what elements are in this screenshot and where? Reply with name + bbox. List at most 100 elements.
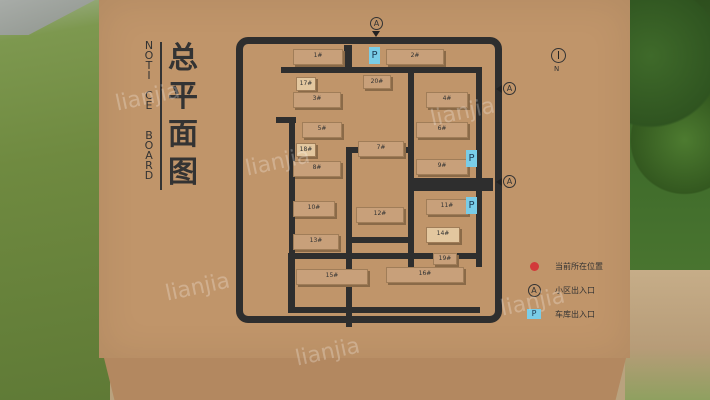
compass-needle bbox=[558, 51, 559, 59]
legend-label: 车库出入口 bbox=[555, 309, 595, 319]
title-en-char: E bbox=[145, 99, 153, 112]
building-label: 19# bbox=[438, 255, 452, 262]
building[interactable]: 1# bbox=[293, 49, 343, 65]
building[interactable]: 5# bbox=[302, 122, 342, 138]
building-label: 16# bbox=[418, 270, 432, 277]
current-location-dot-icon bbox=[529, 261, 539, 271]
title-en-char: R bbox=[145, 159, 153, 172]
title-en-char: I bbox=[147, 69, 151, 82]
building-label: 5# bbox=[317, 125, 327, 132]
ground-background bbox=[625, 270, 710, 400]
title-en-char: B bbox=[145, 129, 153, 142]
building-label: 12# bbox=[373, 210, 387, 217]
building[interactable]: 15# bbox=[296, 269, 368, 285]
building-label: 1# bbox=[313, 52, 323, 59]
compass-icon bbox=[551, 48, 566, 63]
building[interactable]: 17# bbox=[296, 77, 316, 91]
legend-row-current-location: 当前所在位置 bbox=[527, 254, 603, 278]
title-en-char: D bbox=[144, 169, 154, 182]
building-label: 9# bbox=[437, 162, 447, 169]
title-en-char: T bbox=[145, 59, 153, 72]
road bbox=[276, 117, 296, 123]
building[interactable]: 14# bbox=[426, 227, 460, 243]
board-base bbox=[104, 358, 626, 400]
building-label: 14# bbox=[436, 230, 450, 237]
parking-entrance-marker[interactable]: P bbox=[466, 197, 477, 214]
building-label: 8# bbox=[312, 164, 322, 171]
title-cn-char: 面 bbox=[168, 117, 198, 152]
legend: 当前所在位置 A 小区出入口 P 车库出入口 bbox=[527, 254, 603, 326]
arrow-left-icon bbox=[496, 85, 502, 93]
building-label: 10# bbox=[307, 204, 321, 211]
title-divider bbox=[160, 42, 162, 190]
road bbox=[408, 67, 414, 267]
building-label: 15# bbox=[325, 272, 339, 279]
community-entrance-marker[interactable]: A bbox=[370, 17, 383, 30]
title-cn-char: 平 bbox=[168, 79, 198, 114]
title-en-char: O bbox=[144, 139, 154, 152]
building[interactable]: 7# bbox=[358, 141, 404, 157]
site-plan-map: 1# 2# 17# 20# 3# 4# 5# 6# 18# 7# 8# 9# 1… bbox=[236, 37, 502, 327]
building[interactable]: 19# bbox=[433, 253, 457, 265]
arrow-left-icon bbox=[496, 178, 502, 186]
parking-entrance-marker[interactable]: P bbox=[369, 47, 380, 64]
building-label: 3# bbox=[312, 95, 322, 102]
title-en-char: O bbox=[144, 49, 154, 62]
notice-board bbox=[99, 0, 630, 358]
legend-icon-wrap: A bbox=[527, 283, 541, 297]
building[interactable]: 11# bbox=[426, 199, 468, 215]
road bbox=[288, 253, 294, 311]
legend-label: 小区出入口 bbox=[555, 285, 595, 295]
building-label: 11# bbox=[440, 202, 454, 209]
legend-row-community-entrance: A 小区出入口 bbox=[527, 278, 603, 302]
title-cn-char: 总 bbox=[168, 41, 198, 76]
building[interactable]: 13# bbox=[293, 234, 339, 250]
grass-background bbox=[0, 0, 110, 400]
building-label: 18# bbox=[299, 146, 313, 153]
title-en-char: A bbox=[145, 149, 153, 162]
building-label: 20# bbox=[370, 78, 384, 85]
legend-icon-wrap bbox=[527, 261, 541, 271]
building[interactable]: 3# bbox=[293, 92, 341, 108]
building[interactable]: 10# bbox=[293, 201, 335, 217]
building-label: 4# bbox=[442, 95, 452, 102]
parking-p-icon: P bbox=[527, 309, 541, 319]
entrance-a-icon: A bbox=[527, 283, 541, 297]
building-label: 7# bbox=[376, 144, 386, 151]
legend-icon-wrap: P bbox=[527, 309, 541, 319]
compass-label: N bbox=[554, 65, 560, 73]
building-label: 13# bbox=[309, 237, 323, 244]
road bbox=[288, 253, 480, 259]
title-en-char: N bbox=[144, 39, 154, 52]
title-en-char: C bbox=[145, 89, 153, 102]
arrow-down-icon bbox=[372, 31, 380, 37]
building[interactable]: 12# bbox=[356, 207, 404, 223]
title-chinese: 总 平 面 图 bbox=[168, 40, 198, 192]
parking-entrance-marker[interactable]: P bbox=[466, 150, 477, 167]
title-english: N O T I C E B O A R D bbox=[141, 39, 157, 182]
road bbox=[408, 178, 493, 191]
community-entrance-marker[interactable]: A bbox=[503, 175, 516, 188]
building[interactable]: 8# bbox=[293, 161, 341, 177]
title-cn-char: 图 bbox=[168, 155, 198, 190]
building[interactable]: 18# bbox=[296, 143, 316, 157]
building[interactable]: 6# bbox=[416, 122, 468, 138]
building[interactable]: 2# bbox=[386, 49, 444, 65]
building-label: 6# bbox=[437, 125, 447, 132]
legend-row-garage-entrance: P 车库出入口 bbox=[527, 302, 603, 326]
building[interactable]: 16# bbox=[386, 267, 464, 283]
shrub-background bbox=[625, 0, 710, 280]
community-entrance-marker[interactable]: A bbox=[503, 82, 516, 95]
legend-label: 当前所在位置 bbox=[555, 261, 603, 271]
road bbox=[476, 67, 482, 267]
building-label: 17# bbox=[299, 80, 313, 87]
road bbox=[289, 122, 295, 307]
road bbox=[349, 237, 409, 243]
road bbox=[288, 307, 480, 313]
building[interactable]: 9# bbox=[416, 159, 468, 175]
road bbox=[281, 67, 481, 73]
building[interactable]: 4# bbox=[426, 92, 468, 108]
road bbox=[344, 45, 352, 73]
building[interactable]: 20# bbox=[363, 75, 391, 89]
building-label: 2# bbox=[410, 52, 420, 59]
